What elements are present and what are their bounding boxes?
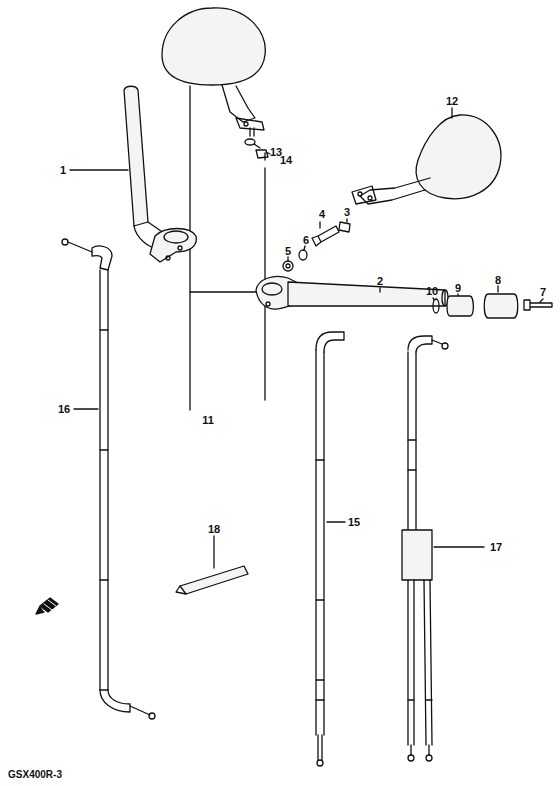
callout-number: 16	[58, 404, 70, 415]
callout-number: 11	[202, 415, 214, 426]
callout-number: 2	[377, 276, 383, 287]
figure-code: GSX400R-3	[8, 770, 62, 780]
callout-number: 18	[208, 524, 220, 535]
callout-number: 9	[455, 283, 461, 294]
callout-number: 3	[344, 207, 350, 218]
callout-number: 15	[348, 517, 360, 528]
callout-number: 1	[60, 165, 66, 176]
callout-number: 8	[495, 275, 501, 286]
callout-number: 17	[490, 542, 502, 553]
callout-number: 5	[285, 246, 291, 257]
callout-number: 7	[540, 287, 546, 298]
callout-number: 14	[280, 155, 292, 166]
callout-number: 10	[426, 286, 438, 297]
callout-number: 12	[446, 96, 458, 107]
callout-number: 4	[319, 209, 325, 220]
callout-number: 6	[303, 235, 309, 246]
